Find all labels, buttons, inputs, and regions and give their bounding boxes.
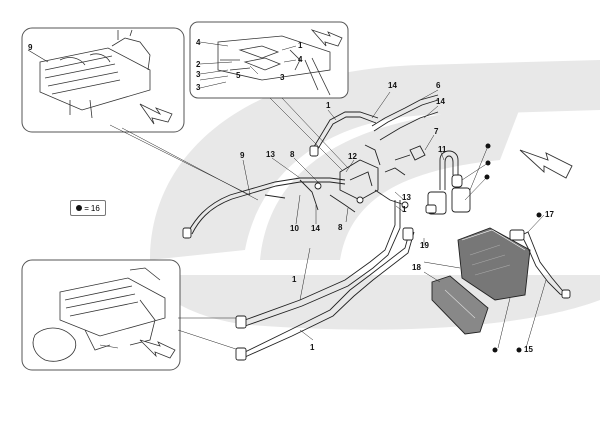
- watermark-swoosh: [150, 60, 600, 330]
- leader-lines: [109, 97, 349, 353]
- legend-value: 16: [90, 203, 100, 213]
- callout-1-box: 1: [298, 41, 303, 50]
- bracket-drawing: [217, 35, 331, 96]
- callout-14-right: 14: [436, 97, 445, 106]
- callout-3-b: 3: [196, 83, 201, 92]
- inset-engine-top-left: [21, 27, 185, 133]
- filter-group: [425, 150, 471, 215]
- arrow-icon: [139, 103, 173, 125]
- callout-14-top: 14: [388, 81, 397, 90]
- bullet-icon: [76, 205, 83, 211]
- callout-2: 2: [196, 60, 201, 69]
- callout-1-mid: 1: [402, 205, 407, 214]
- callout-9-main: 9: [240, 151, 245, 160]
- callout-11: 11: [438, 145, 447, 154]
- part-leaders: [242, 89, 547, 349]
- callout-4-inset: 4: [196, 38, 201, 47]
- callout-13-a: 13: [266, 150, 275, 159]
- callout-1-top: 1: [326, 101, 331, 110]
- callout-4-box: 4: [298, 55, 303, 64]
- callout-12: 12: [348, 152, 357, 161]
- inset-detail-top-middle: [189, 21, 349, 99]
- callout-7: 7: [434, 127, 439, 136]
- callout-19: 19: [420, 241, 429, 250]
- callout-15: 15: [524, 345, 533, 354]
- callout-labels: 9 4 1 2 4 3 5 3 3 14 6 14 1 7 11 9 13 8 …: [28, 38, 554, 354]
- callout-5: 5: [236, 71, 241, 80]
- callout-17: 17: [545, 210, 554, 219]
- legend-equals: =: [84, 203, 89, 213]
- arrow-icon: [139, 339, 176, 359]
- bracket: [431, 275, 489, 335]
- arrow-icon: [519, 149, 573, 179]
- callout-1-low: 1: [292, 275, 297, 284]
- callout-13-b: 13: [402, 193, 411, 202]
- callout-10: 10: [290, 224, 299, 233]
- arrow-icon: [310, 29, 343, 47]
- callout-6: 6: [436, 81, 441, 90]
- callout-18: 18: [412, 263, 421, 272]
- pipe-assembly: [187, 94, 439, 358]
- callout-8-a: 8: [290, 150, 295, 159]
- callout-3-c: 3: [280, 73, 285, 82]
- canister: [457, 227, 531, 301]
- callout-14-low: 14: [311, 224, 320, 233]
- inset-engine-bottom-left: [21, 259, 181, 371]
- callout-3-a: 3: [196, 70, 201, 79]
- connectors: [182, 145, 414, 361]
- engine-drawing: [39, 29, 151, 119]
- engine-drawing: [32, 267, 166, 362]
- legend-box: = 16: [70, 200, 106, 216]
- callout-1-bottom: 1: [310, 343, 315, 352]
- callout-9-inset: 9: [28, 43, 33, 52]
- callout-8-b: 8: [338, 223, 343, 232]
